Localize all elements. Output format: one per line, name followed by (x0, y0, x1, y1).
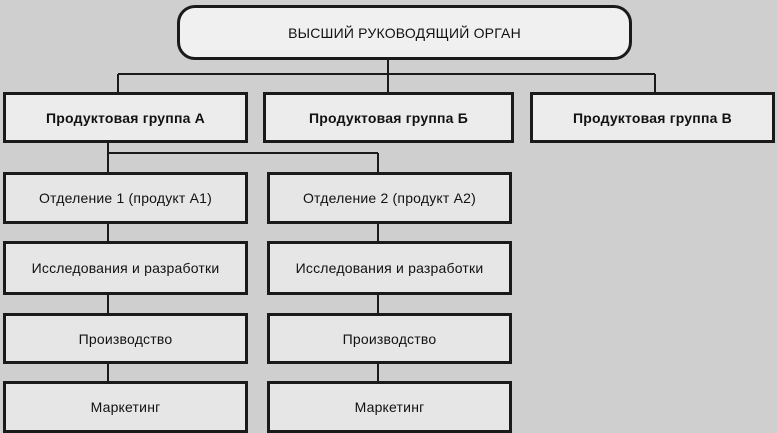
division-1-research-box: Исследования и разработки (3, 241, 248, 295)
division-2-production-box: Производство (267, 313, 512, 364)
product-group-c-box: Продуктовая группа В (530, 92, 775, 143)
division-1-box: Отделение 1 (продукт А1) (3, 172, 248, 224)
division-2-research-box: Исследования и разработки (267, 241, 512, 295)
division-1-marketing-box: Маркетинг (3, 381, 248, 433)
division-2-marketing-box: Маркетинг (267, 381, 512, 433)
division-1-production-box: Производство (3, 313, 248, 364)
top-management-box: ВЫСШИЙ РУКОВОДЯЩИЙ ОРГАН (177, 5, 632, 60)
division-2-box: Отделение 2 (продукт А2) (267, 172, 512, 224)
product-group-a-box: Продуктовая группа А (3, 92, 248, 143)
product-group-b-box: Продуктовая группа Б (263, 92, 514, 143)
